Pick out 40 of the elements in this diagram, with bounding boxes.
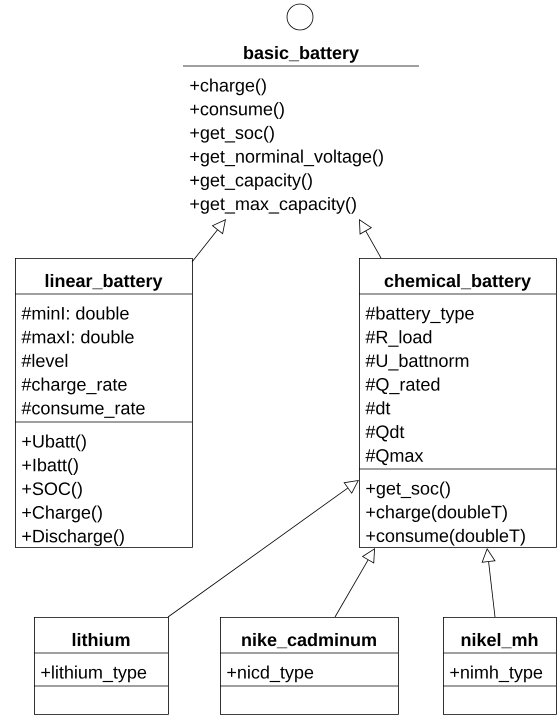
attribute-text: #battery_type <box>365 306 474 324</box>
attribute-text: #Qmax <box>365 449 424 466</box>
attribute-text: #Qdt <box>365 424 404 442</box>
inheritance-arrow <box>192 219 226 262</box>
class-name: basic_battery <box>244 46 359 63</box>
method-text: +get_soc() <box>190 126 274 143</box>
attribute-text: +nicd_type <box>227 665 314 682</box>
inheritance-arrow <box>359 219 382 258</box>
class-name: nike_cadminum <box>242 632 376 648</box>
inheritance-arrow <box>334 548 375 618</box>
inheritance-arrow <box>168 480 359 618</box>
attribute-text: #maxI: double <box>21 330 134 344</box>
class-name: nikel_mh <box>462 632 538 648</box>
attribute-text: #U_battnorm <box>365 354 468 370</box>
method-text: +get_soc() <box>366 481 450 498</box>
method-text: +consume(doubleT) <box>366 528 525 546</box>
method-text: +Charge() <box>22 506 102 522</box>
attribute-text: #dt <box>365 401 390 414</box>
class-name: linear_battery <box>46 274 162 291</box>
method-text: +get_capacity() <box>190 173 312 190</box>
method-text: +Ubatt() <box>22 434 86 452</box>
attribute-text: #level <box>21 354 68 368</box>
attribute-text: #consume_rate <box>21 402 145 418</box>
attribute-text: +nimh_type <box>450 665 542 682</box>
attribute-text: #minI: double <box>21 306 129 320</box>
attribute-text: +lithium_type <box>41 665 146 682</box>
method-text: +SOC() <box>22 482 82 499</box>
method-text: +Ibatt() <box>22 458 78 475</box>
class-name: chemical_battery <box>384 274 531 291</box>
method-text: +charge() <box>190 78 266 96</box>
class-name: lithium <box>72 632 130 646</box>
attribute-text: #charge_rate <box>21 378 127 394</box>
method-text: +consume() <box>190 102 284 119</box>
attribute-text: #Q_rated <box>365 378 440 394</box>
method-text: +get_norminal_voltage() <box>190 150 383 166</box>
method-text: +get_max_capacity() <box>190 196 356 214</box>
interface-circle <box>286 4 314 30</box>
attribute-text: #R_load <box>365 330 432 347</box>
method-text: +Discharge() <box>22 529 124 546</box>
method-text: +charge(doubleT) <box>366 505 507 522</box>
